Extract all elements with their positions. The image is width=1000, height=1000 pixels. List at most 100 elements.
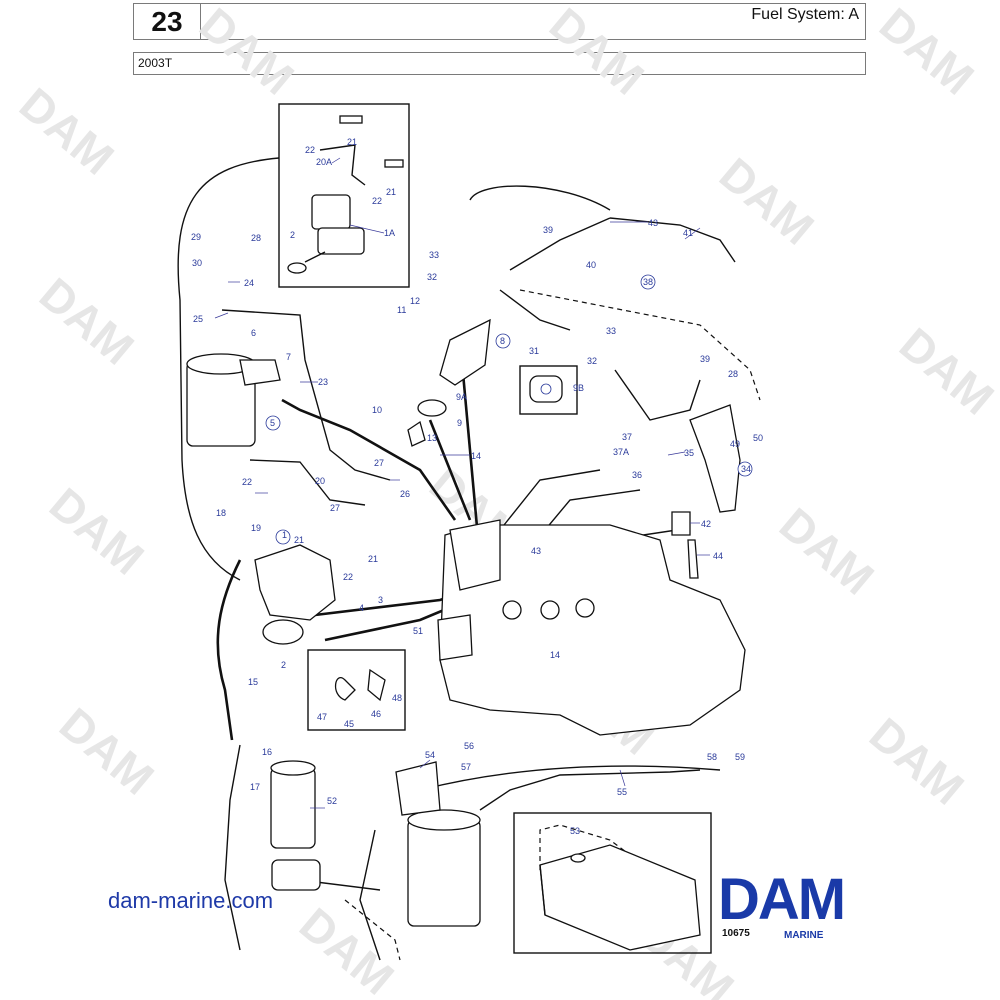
part-label: 53	[570, 826, 580, 836]
part-label: 46	[371, 709, 381, 719]
logo-subtext: MARINE	[784, 930, 824, 941]
fuel-tank-53	[539, 844, 701, 951]
part-label: 18	[216, 508, 226, 518]
part-label: 3	[378, 595, 383, 605]
part-label: 27	[330, 503, 340, 513]
part-label: 48	[392, 693, 402, 703]
watermark: DAM	[860, 707, 974, 814]
part-label: 24	[244, 278, 254, 288]
clamp-45	[334, 677, 356, 701]
feed-pump-1	[254, 544, 336, 621]
part-label: 15	[248, 677, 258, 687]
watermark: DAM	[40, 477, 154, 584]
part-label: 43	[531, 546, 541, 556]
bracket-51	[437, 614, 473, 661]
figure-id: 10675	[722, 928, 750, 939]
website-text: dam-marine.com	[108, 888, 274, 913]
part-label: 52	[327, 796, 337, 806]
part-label: 44	[713, 551, 723, 561]
part-label: 32	[587, 356, 597, 366]
part-label: 14	[471, 451, 481, 461]
part-label: 19	[251, 523, 261, 533]
watermark: DAM	[870, 0, 984, 105]
part-label: 58	[707, 752, 717, 762]
part-label: 22	[343, 572, 353, 582]
part-label: 34	[741, 464, 751, 474]
part-label: 33	[429, 250, 439, 260]
part-label: 57	[461, 762, 471, 772]
part-label: 7	[286, 352, 291, 362]
bracket-42	[671, 511, 691, 536]
part-label: 17	[250, 782, 260, 792]
part-label: 40	[586, 260, 596, 270]
watermark: DAM	[770, 497, 884, 604]
part-label: 1	[282, 530, 287, 540]
part-label: 45	[344, 719, 354, 729]
injector-34	[689, 404, 741, 513]
watermark: DAM	[10, 77, 124, 184]
part-label: 9A	[456, 392, 467, 402]
header-bar: 23 Fuel System: A	[133, 3, 866, 40]
part-label: 32	[427, 272, 437, 282]
section-title: Fuel System: A	[751, 6, 859, 23]
part-label: 50	[753, 433, 763, 443]
part-label: 13	[427, 433, 437, 443]
part-label: 16	[262, 747, 272, 757]
part-label: 11	[397, 305, 406, 315]
inset-box-gasket	[519, 365, 578, 415]
part-label: 4	[359, 603, 364, 613]
part-label: 31	[529, 346, 539, 356]
part-label: 37A	[613, 447, 629, 457]
part-label: 1A	[384, 228, 395, 238]
circled-markers	[265, 274, 753, 545]
part-label: 47	[317, 712, 327, 722]
watermark: DAM	[50, 697, 164, 804]
part-label: 8	[500, 336, 505, 346]
inset-pump	[287, 115, 404, 274]
watermark: DAM	[540, 0, 654, 105]
part-label: 9	[457, 418, 462, 428]
part-label: 42	[701, 519, 711, 529]
engine-block	[439, 524, 746, 736]
part-label: 23	[318, 377, 328, 387]
part-label: 43	[648, 218, 658, 228]
logo-text: DAM	[718, 867, 846, 932]
water-separator-54	[407, 819, 481, 927]
inset-box-pump	[278, 103, 410, 288]
part-label: 22	[242, 477, 252, 487]
part-label: 14	[550, 650, 560, 660]
model-bar: 2003T	[133, 52, 866, 75]
part-label: 38	[643, 277, 653, 287]
part-label: 21	[347, 137, 357, 147]
watermark-layer: DAM DAM DAM DAM DAM DAM DAM DAM DAM DAM …	[10, 0, 1000, 1000]
part-label: 21	[294, 535, 304, 545]
part-label: 59	[735, 752, 745, 762]
label-leaders	[214, 157, 710, 809]
watermark: DAM	[190, 0, 304, 105]
part-label: 41	[683, 228, 693, 238]
part-label: 6	[251, 328, 256, 338]
watermark: DAM	[30, 267, 144, 374]
injection-pump-8	[439, 318, 491, 386]
part-label: 51	[413, 626, 423, 636]
part-label: 26	[400, 489, 410, 499]
part-label: 54	[425, 750, 435, 760]
part-label: 12	[410, 296, 420, 306]
part-label: 20A	[316, 157, 332, 167]
part-label: 37	[622, 432, 632, 442]
section-number: 23	[134, 4, 201, 39]
part-label: 36	[632, 470, 642, 480]
watermark: DAM	[710, 147, 824, 254]
watermark: DAM	[890, 317, 1000, 424]
part-label: 9B	[573, 383, 584, 393]
part-label: 21	[386, 187, 396, 197]
part-label: 2	[281, 660, 286, 670]
part-label: 30	[192, 258, 202, 268]
part-label: 25	[193, 314, 203, 324]
part-label: 39	[543, 225, 553, 235]
inset-box-tank	[513, 812, 712, 954]
part-label: 22	[372, 196, 382, 206]
part-label: 49	[730, 439, 740, 449]
part-label: 33	[606, 326, 616, 336]
